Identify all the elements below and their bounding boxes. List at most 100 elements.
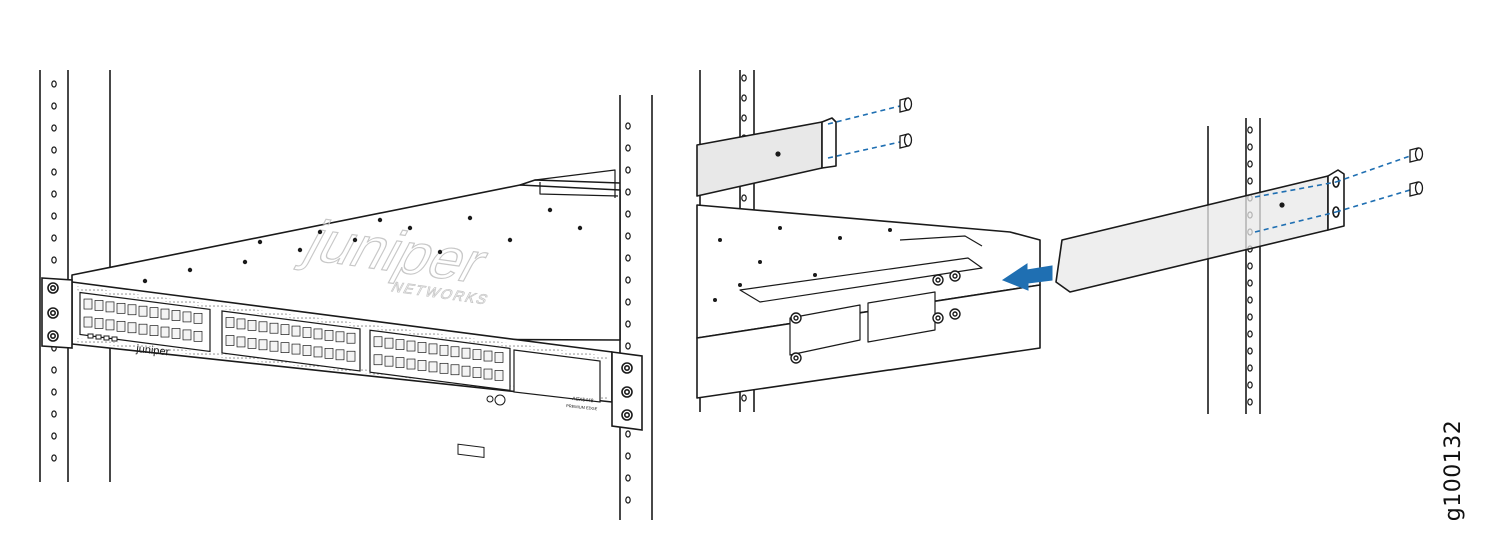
sfp-port: [160, 326, 170, 338]
sfp-port: [182, 311, 192, 323]
front-panel-details: [87, 333, 506, 458]
left-mounting-ear: [41, 277, 73, 349]
sfp-port: [127, 304, 137, 316]
rack-holes: [51, 80, 57, 462]
sfp-port: [324, 348, 334, 359]
right-mounting-ear: [611, 351, 643, 431]
model-sublabel: PREMIUM EDGE: [566, 403, 598, 411]
sfp-port: [280, 342, 290, 353]
rack-holes: [1247, 126, 1253, 406]
sfp-port: [127, 322, 137, 334]
rear-bracket-installed: [696, 117, 837, 197]
sfp-port: [302, 327, 312, 338]
screw-guide-lines: [1254, 155, 1411, 233]
rack-hole: [51, 432, 57, 440]
chassis-rear-holes: [713, 226, 892, 302]
sfp-port: [291, 343, 301, 355]
sfp-port: [395, 357, 405, 368]
rack-hole: [51, 388, 57, 396]
rack-hole: [625, 342, 631, 350]
sfp-port: [439, 344, 449, 356]
sfp-port: [395, 339, 405, 350]
sfp-port: [116, 302, 126, 314]
rack-hole: [51, 212, 57, 220]
sfp-port: [302, 345, 312, 356]
arrow-left-icon: [1001, 263, 1053, 291]
sfp-port: [313, 346, 323, 358]
rack-hole: [625, 166, 631, 174]
sfp-port: [346, 350, 356, 362]
rack-hole: [741, 74, 747, 82]
sfp-port: [494, 370, 504, 381]
sfp-port: [83, 298, 93, 310]
rack-hole: [625, 496, 631, 504]
sfp-port: [236, 318, 246, 330]
screw-guide-lines: [827, 105, 901, 159]
rack-hole: [625, 188, 631, 196]
rack-hole: [1247, 347, 1253, 355]
switch-chassis-rear: [696, 204, 1041, 399]
rack-hole: [51, 366, 57, 374]
rack-hole: [625, 144, 631, 152]
rack-hole: [1247, 262, 1253, 270]
sfp-port: [236, 336, 246, 348]
sfp-port: [225, 335, 235, 346]
rack-hole: [1247, 330, 1253, 338]
sfp-port: [138, 323, 148, 335]
right-rack-rails: [1207, 118, 1261, 414]
sfp-port: [373, 336, 383, 348]
sfp-port: [335, 331, 345, 343]
rack-hole: [625, 210, 631, 218]
rack-hole: [625, 452, 631, 460]
sfp-port: [450, 346, 460, 358]
figure-id-text: g100132: [1441, 419, 1467, 521]
sfp-port: [105, 301, 115, 313]
sfp-port: [428, 361, 438, 373]
sfp-port: [94, 318, 104, 329]
sfp-port: [461, 347, 471, 359]
sfp-port: [461, 365, 471, 377]
rack-hole: [1247, 313, 1253, 321]
rack-hole: [51, 146, 57, 154]
sfp-port-blocks: [79, 291, 601, 403]
rack-hole: [625, 232, 631, 240]
rack-hole: [51, 168, 57, 176]
sfp-port: [193, 312, 203, 324]
rack-hole: [741, 114, 747, 122]
rack-holes: [625, 122, 631, 504]
front-panel-logo: juniper: [135, 343, 170, 359]
rack-hole: [51, 256, 57, 264]
sfp-port: [472, 349, 482, 360]
rack-hole: [625, 254, 631, 262]
rack-hole: [51, 124, 57, 132]
sfp-port: [439, 362, 449, 374]
sfp-port: [149, 325, 159, 336]
rack-hole: [51, 190, 57, 198]
sfp-port: [384, 337, 394, 349]
sfp-port: [291, 325, 301, 337]
sfp-port: [346, 332, 356, 344]
rack-hole: [1247, 143, 1253, 151]
sfp-port: [417, 342, 427, 353]
rack-hole: [1247, 398, 1253, 406]
rack-hole: [625, 474, 631, 482]
rear-panel-fasteners: [790, 270, 961, 364]
sfp-port: [160, 308, 170, 320]
figure-id-label: g100132: [1440, 419, 1468, 521]
rack-hole: [1247, 279, 1253, 287]
screw-icon: [1409, 147, 1424, 197]
chassis-top-holes: [142, 207, 583, 284]
rack-hole: [51, 102, 57, 110]
sfp-port: [335, 349, 345, 361]
sfp-port: [258, 339, 268, 351]
sfp-port: [269, 340, 279, 352]
sfp-port: [247, 338, 257, 349]
sfp-port: [324, 330, 334, 341]
sfp-port: [373, 354, 383, 366]
sfp-port: [269, 322, 279, 334]
sfp-port: [171, 310, 181, 321]
rack-hole: [741, 194, 747, 202]
rack-hole: [51, 80, 57, 88]
